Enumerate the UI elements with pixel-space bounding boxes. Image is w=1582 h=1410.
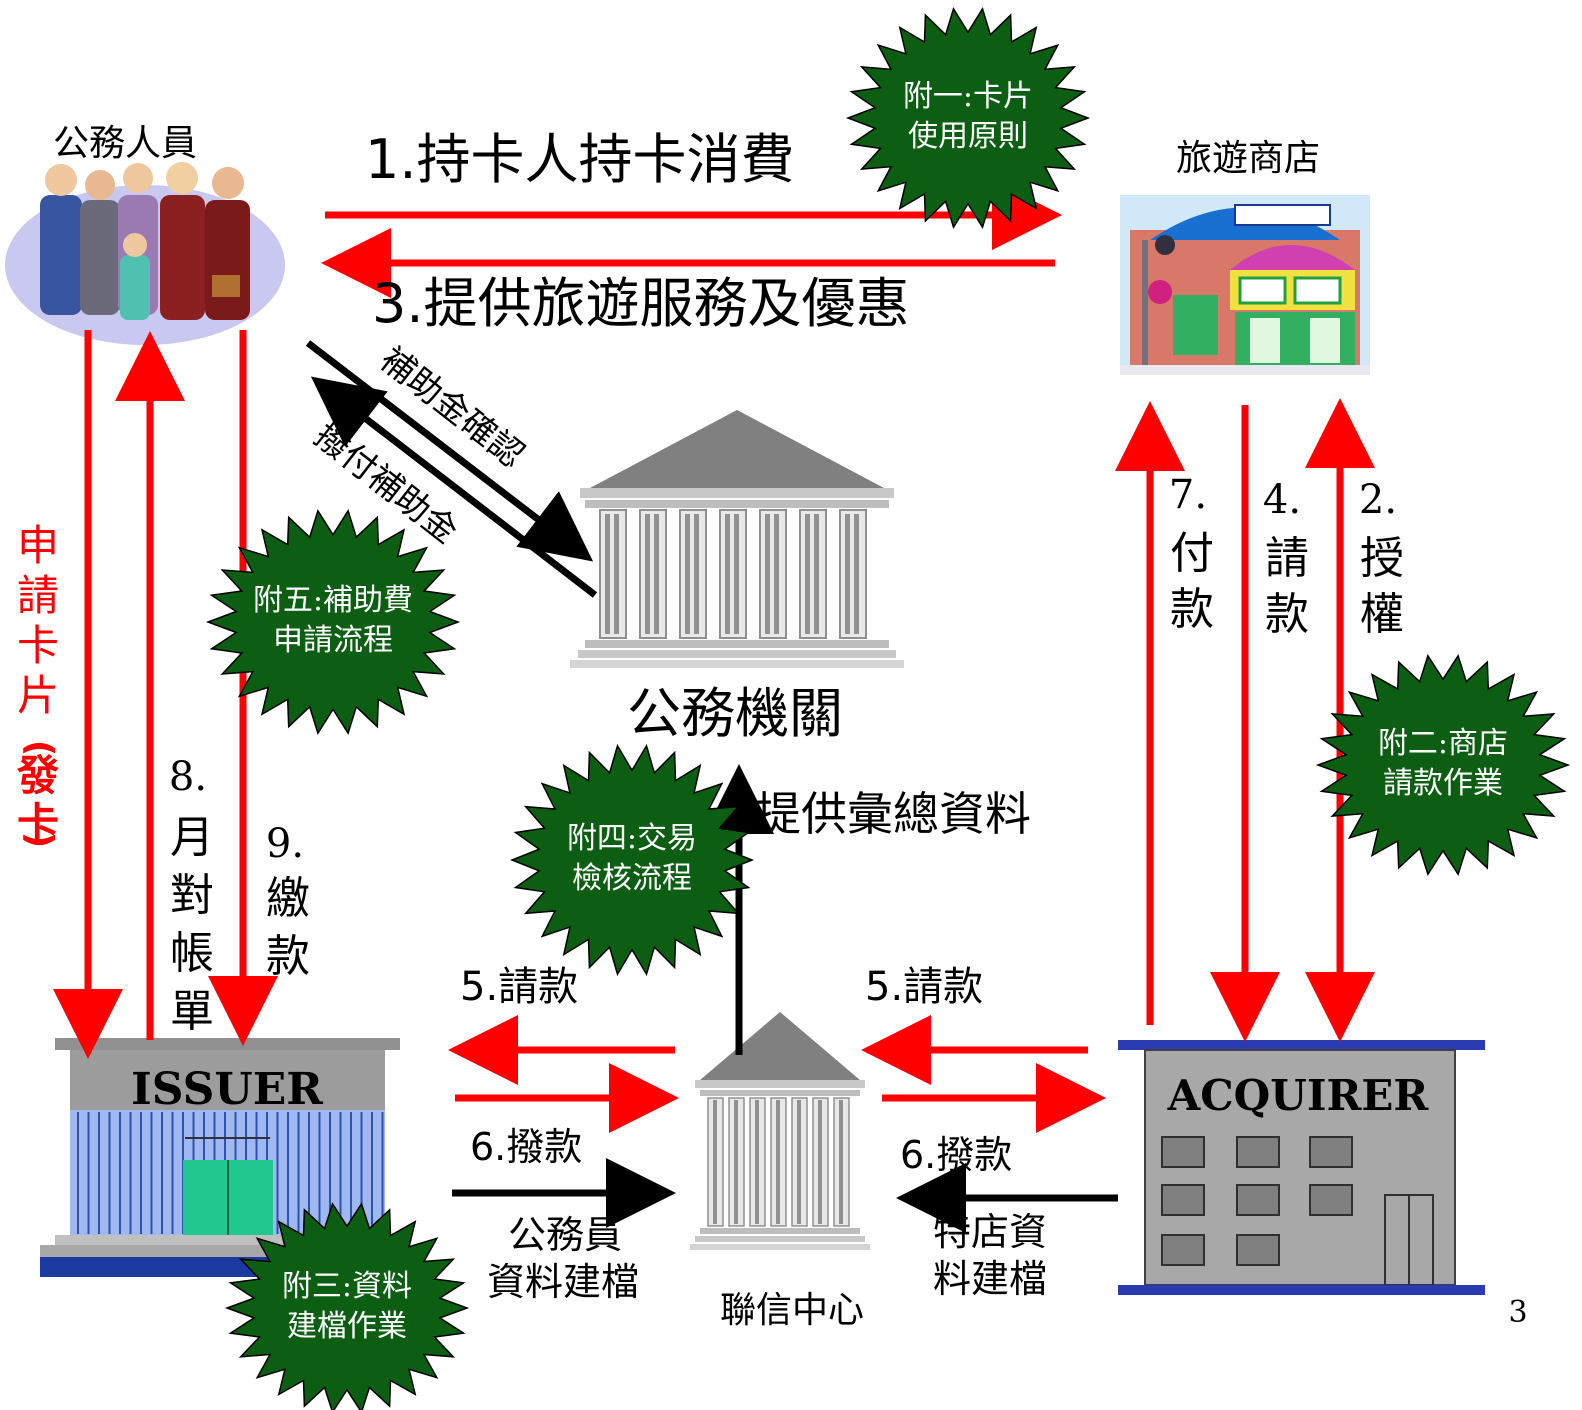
shop-file-line2: 料建檔	[933, 1257, 1047, 1301]
flow-8-label: 月	[170, 812, 214, 863]
flow-3-label: 3.提供旅遊服務及優惠	[372, 272, 910, 335]
flow-9-label: 繳	[266, 873, 310, 924]
people-illustration	[5, 162, 285, 345]
pay6-left-label: 6.撥款	[470, 1125, 582, 1169]
flow-1-label: 1.持卡人持卡消費	[365, 128, 795, 191]
svg-text:檢核流程: 檢核流程	[572, 861, 692, 896]
svg-text:使用原則: 使用原則	[908, 119, 1028, 154]
flow-7-label: 付	[1170, 528, 1214, 579]
flow-4-label: 請	[1265, 533, 1309, 584]
flow-8-num: 8.	[169, 754, 207, 800]
svg-text:請款作業: 請款作業	[1383, 766, 1503, 801]
apply-card-label: 片	[17, 671, 59, 720]
flow-2-label: 權	[1360, 589, 1404, 640]
apply-card-label: 申	[17, 521, 59, 570]
flow-4-label: 款	[1265, 589, 1309, 640]
svg-text:附二:商店: 附二:商店	[1378, 726, 1508, 761]
shop-label: 旅遊商店	[1176, 138, 1320, 179]
flow-2-label: 授	[1360, 533, 1404, 584]
flow-7-num: 7.	[1169, 472, 1207, 518]
apply-card-label: 卡	[17, 621, 59, 670]
agency-label: 公務機關	[627, 682, 843, 745]
issuer-label: ISSUER	[131, 1064, 323, 1115]
svg-text:附三:資料: 附三:資料	[282, 1269, 412, 1304]
issuer-building	[40, 1038, 400, 1277]
svg-text:附五:補助費: 附五:補助費	[253, 583, 413, 618]
apply-card-label: 請	[17, 571, 59, 620]
claim5-left-label: 5.請款	[460, 964, 578, 1010]
flow-7-label: 款	[1170, 584, 1214, 635]
flow-9-label: 款	[266, 931, 310, 982]
svg-text:卡: 卡	[17, 799, 59, 848]
svg-text:(: (	[19, 740, 60, 756]
flow-8-label: 單	[170, 986, 214, 1037]
flow-8-label: 帳	[170, 928, 214, 979]
shop-file-line1: 特店資	[933, 1210, 1047, 1254]
summary-label: 提供彙總資料	[755, 787, 1031, 841]
agency-building	[570, 410, 904, 668]
people-label: 公務人員	[53, 123, 197, 164]
flow-4-num: 4.	[1263, 477, 1301, 523]
svg-text:發: 發	[16, 751, 59, 800]
pay6-right-label: 6.撥款	[900, 1133, 1012, 1177]
acquirer-building	[1118, 1040, 1485, 1295]
appendix-badges: 附一:卡片使用原則附二:商店請款作業附三:資料建檔作業附四:交易檢核流程附五:補…	[205, 6, 1571, 1410]
clearing-building	[690, 1012, 870, 1250]
claim5-right-label: 5.請款	[865, 964, 983, 1010]
acquirer-label: ACQUIRER	[1167, 1071, 1430, 1120]
svg-text:): )	[19, 832, 60, 848]
flow-8-label: 對	[170, 870, 214, 921]
svg-text:附四:交易: 附四:交易	[567, 821, 697, 856]
apply-card-issue-label: (發卡)	[16, 740, 60, 848]
flow-9-num: 9.	[266, 821, 304, 867]
svg-text:申請流程: 申請流程	[273, 623, 393, 658]
staff-file-line1: 公務員	[508, 1213, 622, 1257]
clearing-label: 聯信中心	[720, 1290, 864, 1331]
svg-text:建檔作業: 建檔作業	[287, 1309, 407, 1344]
arrow-subsidy-pay	[310, 376, 598, 598]
arrows	[53, 180, 1375, 1233]
staff-file-line2: 資料建檔	[487, 1260, 639, 1304]
flow-2-num: 2.	[1359, 477, 1397, 523]
shop-illustration	[1120, 195, 1370, 375]
svg-text:附一:卡片: 附一:卡片	[903, 79, 1033, 114]
page-number: 3	[1508, 1295, 1527, 1330]
